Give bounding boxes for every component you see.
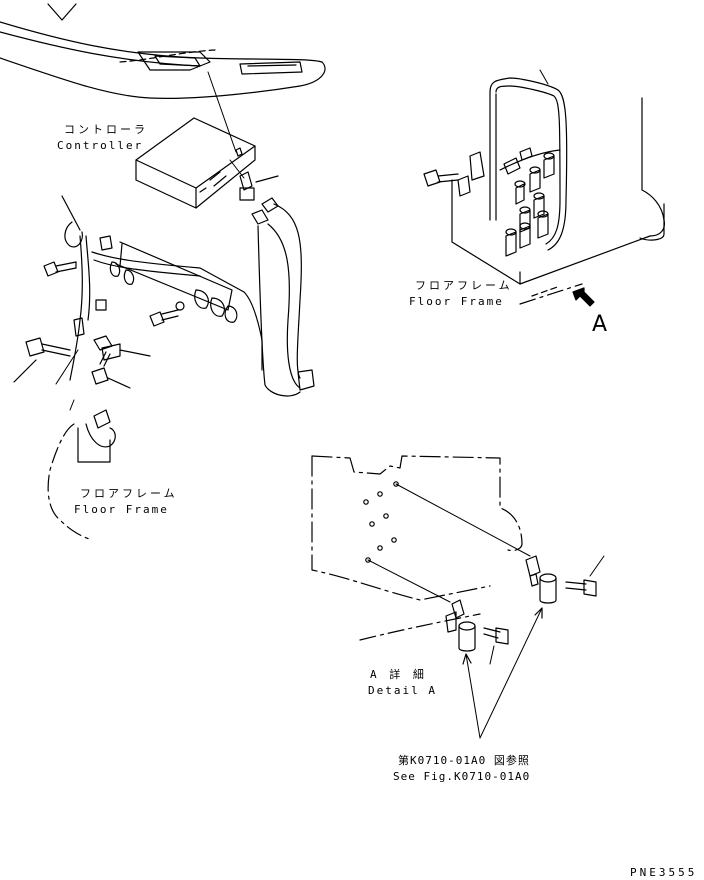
cab-frame-right xyxy=(451,69,665,285)
bolt-lower-left xyxy=(13,337,71,383)
floor-frame-label-en-right: Floor Frame xyxy=(409,295,504,308)
bolt-middle xyxy=(149,301,185,327)
drawing-code: PNE3555 xyxy=(630,866,698,879)
bolt-detail-right xyxy=(565,555,605,597)
view-arrow-icon xyxy=(572,287,595,307)
controller-unit xyxy=(135,71,256,209)
floor-frame-label-jp-right: フロアフレーム xyxy=(415,279,513,292)
see-figure-label-en: See Fig.K0710-01A0 xyxy=(393,770,531,783)
floor-frame-edge-right xyxy=(531,285,561,297)
floor-frame-bracket-left xyxy=(47,409,116,541)
connector-cylinder-left xyxy=(458,621,476,652)
detail-a-label-en: Detail A xyxy=(368,684,437,697)
leader-line xyxy=(69,399,75,411)
see-figure-label-jp: 第K0710-01A0 図参照 xyxy=(398,754,530,767)
bolt-detail-left xyxy=(483,627,509,665)
detail-a-label-jp: A 詳 細 xyxy=(370,668,427,681)
floor-frame-label-jp-left: フロアフレーム xyxy=(80,487,178,500)
view-letter-label: A xyxy=(592,312,608,337)
bolt-upper-left xyxy=(43,261,77,277)
bolt-lower xyxy=(91,351,131,389)
floor-frame-edge-right xyxy=(519,283,583,305)
leader-line xyxy=(55,349,79,385)
controller-label-jp: コントローラ xyxy=(64,123,148,136)
detail-a-frame xyxy=(311,455,541,641)
callout-arrows xyxy=(462,607,543,739)
wire-harness-left xyxy=(61,195,263,381)
connector-cylinder-right xyxy=(539,573,557,604)
controller-label-en: Controller xyxy=(57,139,144,152)
floor-frame-label-en-left: Floor Frame xyxy=(74,503,169,516)
bolt-right-frame xyxy=(423,169,459,187)
cab-console-panel xyxy=(0,3,326,99)
wire-harness-right xyxy=(239,171,315,397)
